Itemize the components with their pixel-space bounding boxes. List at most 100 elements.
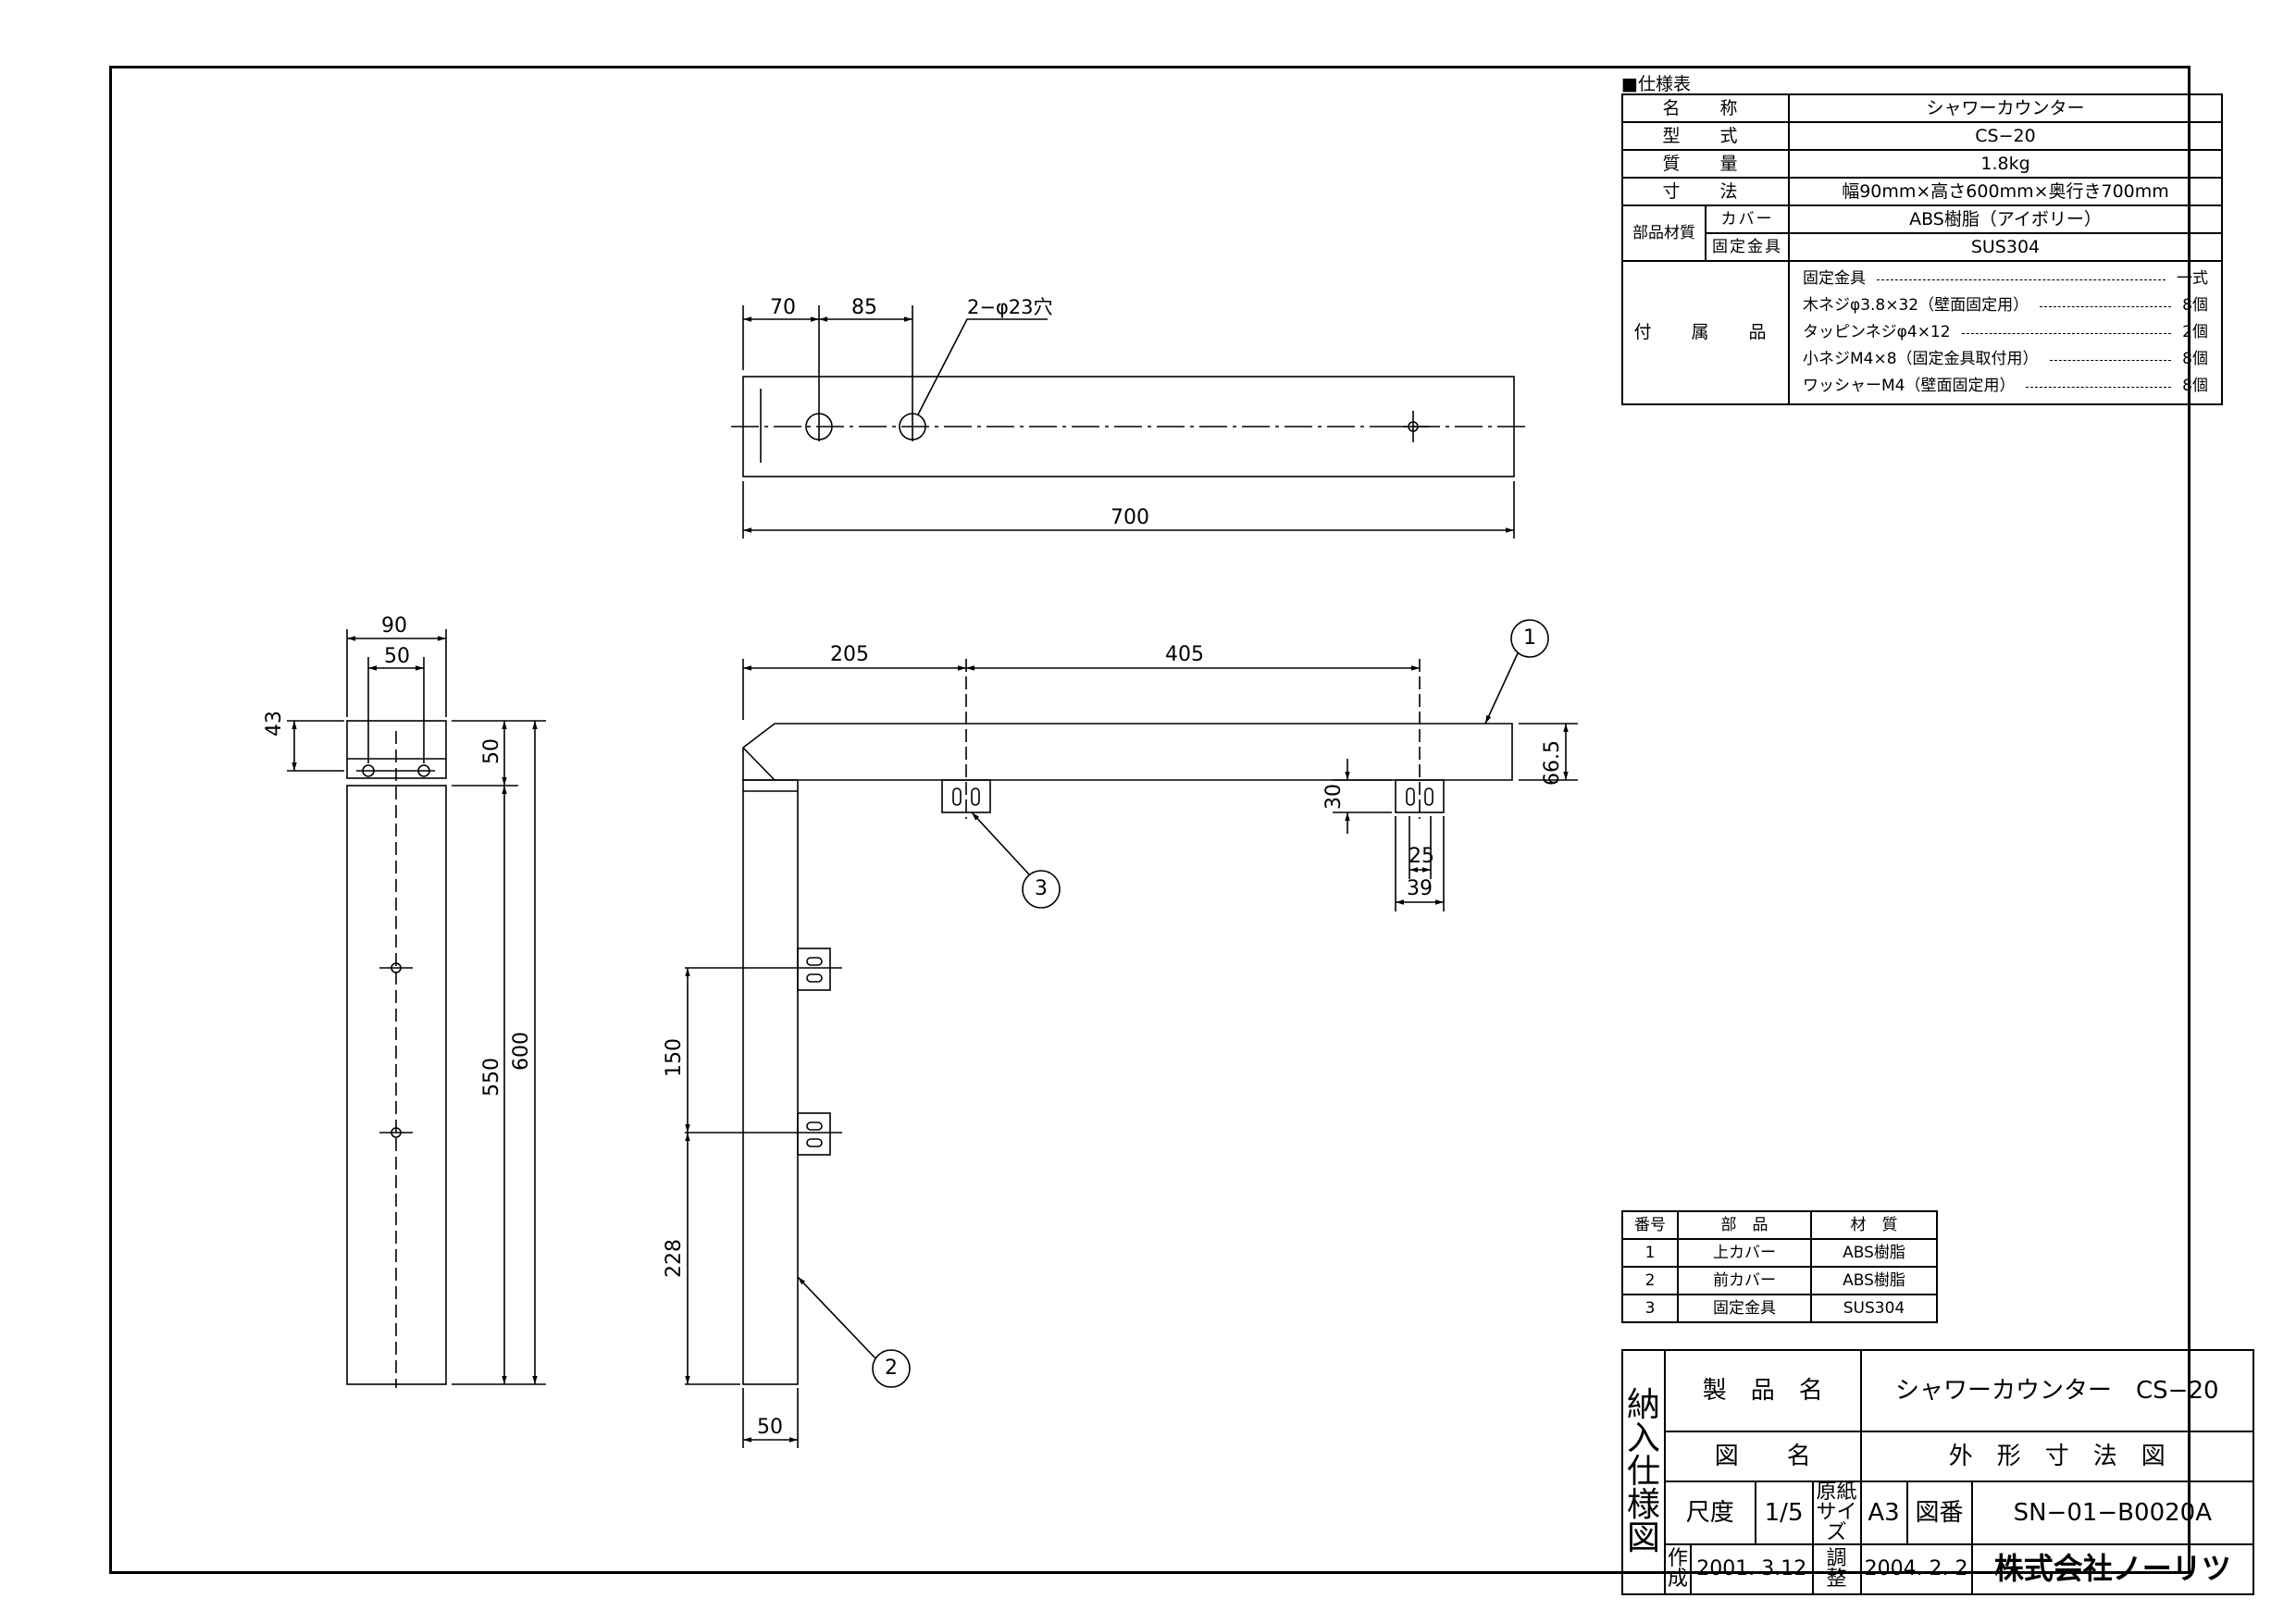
spec-accessories-label: 付 属 品 [1621,260,1790,405]
spec-part: 固定金具 [1705,232,1790,262]
spec-value: CS−20 [1788,121,2223,151]
title-row: 図 名 外 形 寸 法 図 [1622,1431,2255,1482]
company-name: 株式会社ノーリツ [1970,1543,2255,1595]
spec-row: 固定金具 SUS304 [1622,232,2223,262]
title-row: 納 入 仕 様 図 製 品 名 シャワーカウンター CS−20 [1621,1349,2255,1595]
spec-value: 幅90mm×高さ600mm×奥行き700mm [1788,177,2223,206]
parts-header: 番号 [1621,1210,1679,1240]
paper-size-label: 原紙 サイズ [1811,1481,1862,1545]
dim-90-label: 90 [381,614,407,638]
dim-66-5-label: 66.5 [1541,740,1564,786]
created-date: 2001. 3.12 [1690,1543,1814,1595]
dim-39-label: 39 [1407,877,1433,900]
dim-50-label: 50 [384,645,410,668]
dim-700-label: 700 [1111,506,1149,529]
spec-value: 1.8kg [1788,149,2223,179]
leader-dash [1877,279,2166,280]
drawing-no-label: 図番 [1905,1481,1973,1545]
balloon-1-leader [1484,652,1519,725]
spec-label: 名 称 [1621,93,1790,123]
hole-label: 2−φ23穴 [967,296,1053,318]
bracket [797,948,831,991]
scale-label: 尺度 [1664,1481,1756,1545]
bracket-slot [971,787,980,806]
accessory-qty: 一式 [2177,269,2208,289]
drawing-name: 外 形 寸 法 図 [1859,1431,2255,1482]
spec-label: 寸 法 [1621,177,1790,206]
parts-cell: 固定金具 [1677,1294,1812,1323]
accessory-item: ワッシャーM4（壁面固定用）8個 [1803,373,2208,400]
title-row: 尺度 1/5 原紙 サイズ A3 図番 SN−01−B0020A [1622,1481,2255,1545]
dim-550-label: 550 [480,1058,503,1096]
paper-size: A3 [1859,1481,1908,1545]
spec-row: 名 称 シャワーカウンター [1621,93,2223,123]
spec-label: 質 量 [1621,149,1790,179]
balloon-3-leader [971,812,1030,875]
created-label-char: 成 [1667,1567,1688,1591]
accessory-item: 小ネジM4×8（固定金具取付用） 8個 [1803,346,2208,373]
spec-row: 寸 法 幅90mm×高さ600mm×奥行き700mm [1621,177,2223,206]
title-row: 作 成 2001. 3.12 調 整 2004. 2. 2 株式会社ノーリツ [1622,1543,2255,1595]
parts-cell: 3 [1621,1294,1679,1323]
spec-caption: ■仕様表 [1621,74,1691,94]
front-view [685,619,1578,1448]
parts-header: 材 質 [1810,1210,1938,1240]
side-view [287,629,546,1388]
balloon-1 [1510,619,1549,658]
bracket-slot [806,1138,823,1147]
dim-25-label: 25 [1409,845,1434,868]
scale-value: 1/5 [1754,1481,1814,1545]
spec-row: 部品材質 カバー ABS樹脂（アイボリー） [1621,204,2223,262]
parts-header: 部 品 [1677,1210,1812,1240]
accessory-item: 木ネジφ3.8×32（壁面固定用）8個 [1803,292,2208,319]
drawing-frame [109,66,2191,1574]
title-block: 納 入 仕 様 図 製 品 名 シャワーカウンター CS−20 図 名 外 形 … [1621,1349,2255,1595]
accessory-name: ワッシャーM4（壁面固定用） [1803,377,2016,396]
accessory-name: 固定金具 [1803,269,1866,289]
parts-cell: 2 [1621,1266,1679,1295]
bracket-slot [1424,787,1433,806]
parts-cell: 前カバー [1677,1266,1812,1295]
parts-cell: SUS304 [1810,1294,1938,1323]
product-name: シャワーカウンター CS−20 [1859,1349,2255,1432]
top-view [731,305,1527,539]
balloon-3 [1022,870,1061,909]
bracket [797,1112,831,1156]
bracket-slot [806,957,823,966]
balloon-2-leader [797,1276,876,1359]
dim-600-label: 600 [510,1032,533,1071]
created-label: 作 成 [1664,1543,1692,1595]
parts-cell: 上カバー [1677,1238,1812,1268]
dim-228-label: 228 [663,1239,686,1278]
leader-dash [2040,306,2172,307]
parts-cell: ABS樹脂 [1810,1266,1938,1295]
spec-table: 名 称 シャワーカウンター 型 式 CS−20 質 量 1.8kg 寸 法 幅9… [1621,93,2223,405]
accessory-name: 小ネジM4×8（固定金具取付用） [1803,350,2039,369]
bracket-slot [806,1121,823,1131]
revised-label-char: 整 [1826,1567,1847,1591]
balloon-3-label: 3 [1035,877,1048,900]
parts-cell: ABS樹脂 [1810,1238,1938,1268]
dim-50v-label: 50 [480,738,503,764]
vertical-char: 入 [1626,1419,1660,1457]
bracket-slot [806,973,823,983]
vertical-char: 納 [1626,1386,1660,1424]
accessory-qty: 8個 [2182,350,2208,369]
parts-row: 1 上カバー ABS樹脂 [1621,1238,1938,1268]
parts-row: 3 固定金具 SUS304 [1621,1294,1938,1323]
parts-table: 番号 部 品 材 質 1 上カバー ABS樹脂 2 前カバー ABS樹脂 3 固… [1621,1210,1938,1323]
vertical-char: 図 [1626,1519,1660,1557]
revised-date: 2004. 2. 2 [1859,1543,1973,1595]
parts-row: 2 前カバー ABS樹脂 [1621,1266,1938,1295]
dim-85-label: 85 [851,296,877,319]
upper-cover-chamfer [742,747,776,781]
accessory-name: タッピンネジφ4×12 [1803,323,1951,342]
spec-material: SUS304 [1788,232,2223,262]
balloon-1-label: 1 [1523,626,1536,650]
revised-label-char: 調 [1826,1547,1847,1570]
drawing-name-label: 図 名 [1664,1431,1862,1482]
dim-30-label: 30 [1322,784,1346,810]
dim-50-base-label: 50 [757,1416,783,1439]
